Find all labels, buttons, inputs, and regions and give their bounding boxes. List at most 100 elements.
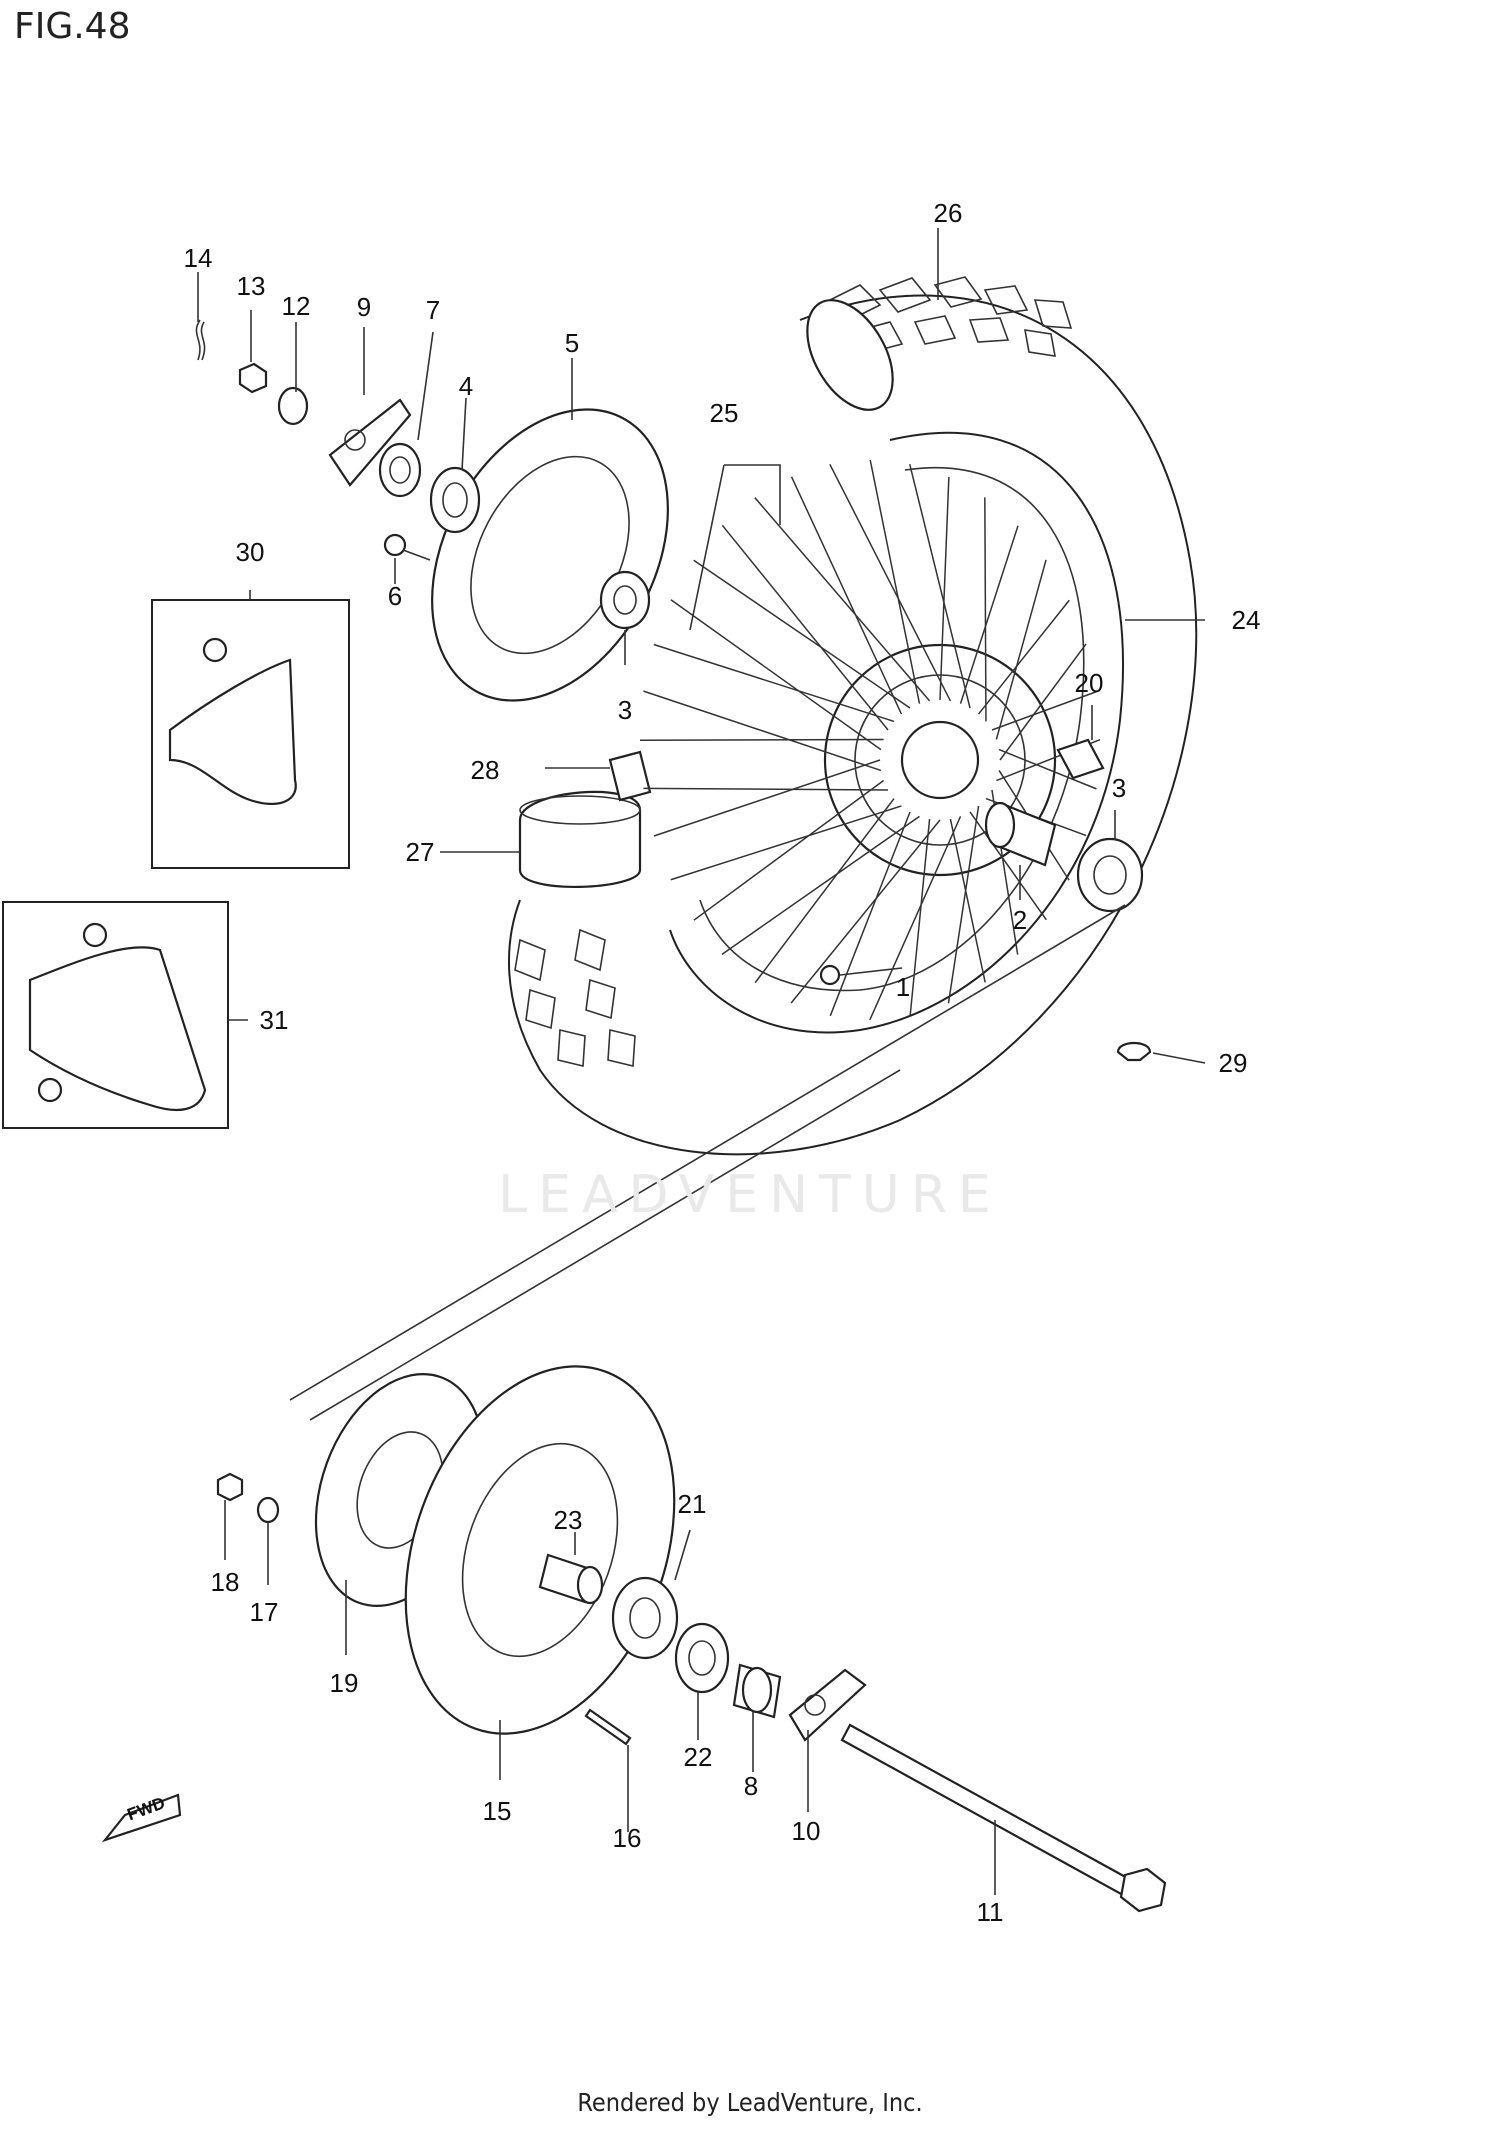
rear-sprocket-center: [461, 1442, 619, 1658]
collar-right-end: [741, 1666, 773, 1714]
callout-29[interactable]: 29: [1218, 1048, 1248, 1078]
callout-18[interactable]: 18: [210, 1567, 240, 1597]
rear-axle-head: [1119, 1867, 1167, 1913]
callout-17[interactable]: 17: [249, 1597, 279, 1627]
wheel-spoke: [643, 690, 882, 772]
callout-8[interactable]: 8: [743, 1771, 759, 1801]
wheel-spoke: [693, 559, 911, 709]
rim-outline: [699, 466, 1085, 992]
oil-seal-bore: [442, 482, 468, 518]
sprocket-nut: [216, 1472, 244, 1502]
wheel-spoke: [869, 459, 921, 704]
chain-guard-30-bolt: [202, 637, 228, 663]
wheel-spoke: [693, 779, 885, 921]
disc-side-bearing-bore: [613, 585, 637, 615]
callout-27[interactable]: 27: [405, 837, 435, 867]
callout-1[interactable]: 1: [895, 972, 911, 1002]
wheel-spoke: [754, 798, 895, 984]
callout-22[interactable]: 22: [683, 1742, 713, 1772]
wheel-spoke: [869, 816, 962, 1021]
forward-direction-arrow: FWD: [101, 1793, 182, 1843]
wheel-spoke: [670, 599, 882, 751]
callout-3-left[interactable]: 3: [617, 695, 633, 725]
valve-stem: [608, 750, 652, 802]
oil-seal: [429, 466, 481, 534]
wheel-spoke: [653, 759, 881, 837]
callout-11[interactable]: 11: [976, 1897, 1004, 1927]
callout-25[interactable]: 25: [709, 398, 739, 428]
callout-31[interactable]: 31: [259, 1005, 289, 1035]
box-31-frame: [2, 901, 229, 1129]
footer-credit: Rendered by LeadVenture, Inc.: [577, 2088, 923, 2117]
callout-5[interactable]: 5: [564, 328, 580, 358]
tube-cutaway-section: [518, 790, 642, 889]
axle-washer: [277, 386, 309, 426]
callout-13[interactable]: 13: [236, 271, 266, 301]
callout-24[interactable]: 24: [1231, 605, 1261, 635]
disc-bolt-head: [383, 533, 407, 557]
callout-28[interactable]: 28: [470, 755, 500, 785]
chain-guard-box-30: [151, 599, 350, 869]
wheel-spoke: [977, 599, 1070, 715]
chain-guard-31: [28, 946, 207, 1112]
wheel-spoke: [959, 525, 1019, 704]
callout-26[interactable]: 26: [933, 198, 963, 228]
callout-23[interactable]: 23: [553, 1505, 583, 1535]
collar-left: [378, 442, 422, 498]
chain-guard-box-31: [2, 901, 229, 1129]
callout-14[interactable]: 14: [183, 243, 213, 273]
disc-bolt-shank: [402, 549, 431, 561]
sprocket-bush-end: [576, 1565, 604, 1605]
leader-lines: [197, 228, 1206, 1895]
tire-tread: [514, 276, 1073, 1067]
chain-guard-30: [168, 658, 297, 805]
wheel-spoke: [829, 811, 911, 1017]
wheel-spoke: [908, 464, 971, 709]
chain-adjuster-right-hole: [804, 1694, 826, 1716]
wheel-spoke: [790, 476, 903, 715]
callout-30[interactable]: 30: [235, 537, 265, 567]
callout-4[interactable]: 4: [458, 371, 474, 401]
callout-20[interactable]: 20: [1074, 668, 1104, 698]
wheel-spoke: [643, 787, 889, 791]
brake-disc-group: [195, 319, 669, 702]
callout-19[interactable]: 19: [329, 1668, 359, 1698]
sprocket-group: [216, 904, 1167, 1913]
callout-16[interactable]: 16: [612, 1823, 642, 1853]
wheel-spoke: [995, 559, 1047, 740]
callout-3-right[interactable]: 3: [1111, 773, 1127, 803]
wheel-spoke: [949, 818, 986, 983]
wheel-spoke: [721, 815, 920, 955]
cotter-pin: [195, 319, 206, 361]
callout-6[interactable]: 6: [387, 581, 403, 611]
figure-title: FIG.48: [14, 6, 131, 47]
callout-9[interactable]: 9: [356, 292, 372, 322]
wheel-spoke: [991, 690, 1097, 731]
watermark: LEADVENTURE: [498, 1165, 1002, 1225]
sprocket-bolt: [584, 1708, 632, 1746]
callout-10[interactable]: 10: [791, 1816, 821, 1846]
chain-adjuster-left: [328, 398, 412, 487]
sprocket-oil-seal-bore: [688, 1640, 716, 1676]
callout-7[interactable]: 7: [425, 295, 441, 325]
sprocket-washer: [256, 1496, 280, 1524]
rear-wheel-assembly: [507, 276, 1198, 1156]
callout-2[interactable]: 2: [1012, 905, 1028, 935]
callout-21[interactable]: 21: [677, 1489, 707, 1519]
separation-line-upper: [289, 904, 1126, 1401]
tire-inner-outline: [669, 431, 1124, 1034]
collar-left-bore: [389, 456, 411, 484]
wheel-spoke: [939, 476, 950, 701]
disc-side-bearing: [599, 570, 651, 630]
chain-guard-31-bolt-top: [82, 922, 108, 948]
axle-nut: [238, 362, 268, 394]
wheel-spoke: [829, 463, 952, 702]
wheel-hub-bore: [900, 720, 980, 800]
rear-axle: [840, 1723, 1142, 1902]
wheel-spoke: [947, 805, 980, 1004]
callout-15[interactable]: 15: [482, 1796, 512, 1826]
brake-disc: [431, 408, 669, 702]
callout-12[interactable]: 12: [281, 291, 311, 321]
chain-adjuster-right: [788, 1668, 867, 1742]
